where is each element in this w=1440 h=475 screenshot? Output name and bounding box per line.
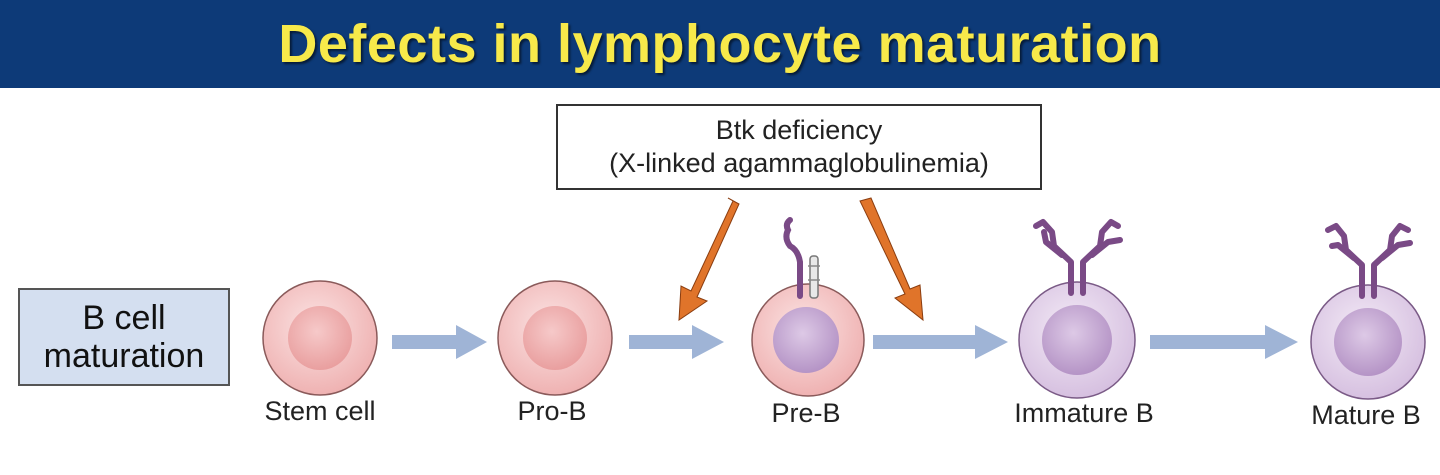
flow-arrow-3 bbox=[873, 325, 1008, 359]
defect-arrow-left bbox=[678, 197, 740, 321]
defect-title: Btk deficiency bbox=[715, 115, 883, 145]
title-bar: Defects in lymphocyte maturation bbox=[0, 0, 1440, 88]
defect-subtitle: (X-linked agammaglobulinemia) bbox=[609, 148, 989, 178]
side-label-line2: maturation bbox=[43, 337, 205, 375]
pro-b-cell bbox=[497, 280, 613, 396]
b-cell-maturation-label: B cell maturation bbox=[18, 288, 230, 386]
flow-arrow-4 bbox=[1150, 325, 1298, 359]
mature-b-cell bbox=[1310, 223, 1426, 400]
stage-label-stem-cell: Stem cell bbox=[264, 396, 376, 426]
stage-label-mature-b: Mature B bbox=[1311, 400, 1421, 430]
bcr-receptor bbox=[1033, 219, 1123, 296]
defect-arrow-right bbox=[859, 197, 924, 322]
page-title: Defects in lymphocyte maturation bbox=[278, 14, 1162, 74]
btk-deficiency-box: Btk deficiency (X-linked agammaglobuline… bbox=[556, 104, 1042, 190]
flow-arrow-2 bbox=[629, 325, 724, 359]
side-label-line1: B cell bbox=[82, 299, 166, 337]
stage-label-pro-b: Pro-B bbox=[517, 396, 587, 426]
pre-b-cell bbox=[751, 217, 865, 397]
stage-label-pre-b: Pre-B bbox=[771, 398, 841, 428]
stage-label-immature-b: Immature B bbox=[1014, 398, 1154, 428]
immature-b-cell bbox=[1018, 219, 1136, 399]
bcr-receptor bbox=[1325, 223, 1413, 299]
pre-bcr-receptor bbox=[783, 217, 820, 299]
flow-arrow-1 bbox=[392, 325, 487, 359]
stem-cell bbox=[262, 280, 378, 396]
